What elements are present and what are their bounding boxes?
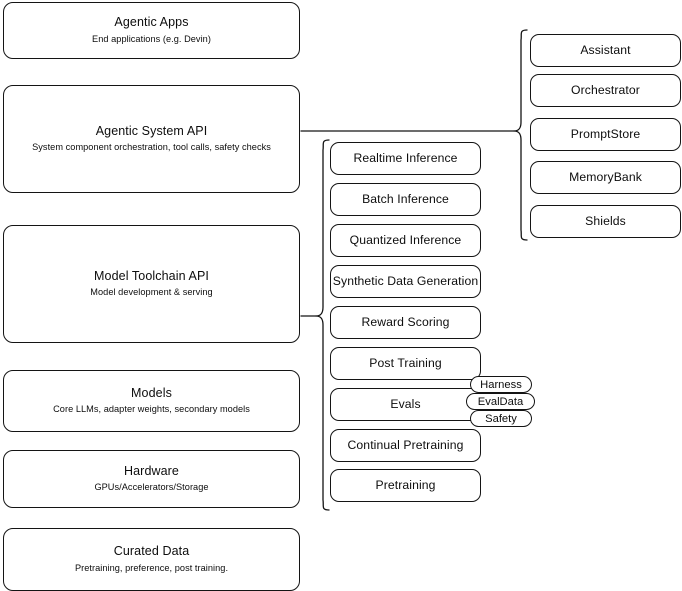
service-label: Quantized Inference <box>349 232 462 247</box>
service-label: Evals <box>390 396 421 411</box>
toolchain-services-brace <box>315 139 330 511</box>
layer-hardware[interactable]: Hardware GPUs/Accelerators/Storage <box>3 450 300 508</box>
layer-subtitle: GPUs/Accelerators/Storage <box>94 482 209 493</box>
component-memorybank[interactable]: MemoryBank <box>530 161 681 194</box>
layer-subtitle: End applications (e.g. Devin) <box>92 33 211 44</box>
component-label: Assistant <box>580 42 631 57</box>
service-continual-pretraining[interactable]: Continual Pretraining <box>330 429 481 462</box>
component-orchestrator[interactable]: Orchestrator <box>530 74 681 107</box>
service-synthetic-data-generation[interactable]: Synthetic Data Generation <box>330 265 481 298</box>
service-label: Pretraining <box>375 477 436 492</box>
component-label: MemoryBank <box>569 169 642 184</box>
layer-subtitle: Pretraining, preference, post training. <box>74 562 229 573</box>
service-label: Continual Pretraining <box>347 437 464 452</box>
component-assistant[interactable]: Assistant <box>530 34 681 67</box>
service-label: Realtime Inference <box>353 150 458 165</box>
layer-title: Hardware <box>124 463 179 478</box>
service-reward-scoring[interactable]: Reward Scoring <box>330 306 481 339</box>
component-label: PromptStore <box>570 126 641 141</box>
system-components-brace <box>513 29 528 241</box>
component-shields[interactable]: Shields <box>530 205 681 238</box>
badge-safety[interactable]: Safety <box>470 410 532 427</box>
layer-model-toolchain-api[interactable]: Model Toolchain API Model development & … <box>3 225 300 343</box>
layer-curated-data[interactable]: Curated Data Pretraining, preference, po… <box>3 528 300 591</box>
service-pretraining[interactable]: Pretraining <box>330 469 481 502</box>
layer-models[interactable]: Models Core LLMs, adapter weights, secon… <box>3 370 300 432</box>
layer-title: Agentic Apps <box>114 15 189 30</box>
badge-harness[interactable]: Harness <box>470 376 532 393</box>
service-post-training[interactable]: Post Training <box>330 347 481 380</box>
layer-title: Model Toolchain API <box>94 268 209 283</box>
service-label: Reward Scoring <box>361 314 450 329</box>
component-label: Shields <box>585 213 626 228</box>
service-quantized-inference[interactable]: Quantized Inference <box>330 224 481 257</box>
service-realtime-inference[interactable]: Realtime Inference <box>330 142 481 175</box>
layer-subtitle: Model development & serving <box>90 287 213 298</box>
component-label: Orchestrator <box>571 82 640 97</box>
service-label: Batch Inference <box>362 191 449 206</box>
service-evals[interactable]: Evals <box>330 388 481 421</box>
layer-subtitle: Core LLMs, adapter weights, secondary mo… <box>53 404 250 415</box>
layer-agentic-apps[interactable]: Agentic Apps End applications (e.g. Devi… <box>3 2 300 59</box>
component-promptstore[interactable]: PromptStore <box>530 118 681 151</box>
layer-title: Models <box>131 385 172 400</box>
layer-title: Curated Data <box>113 544 190 559</box>
layer-title: Agentic System API <box>95 123 208 138</box>
layer-subtitle: System component orchestration, tool cal… <box>32 142 271 153</box>
service-label: Synthetic Data Generation <box>332 273 479 288</box>
service-batch-inference[interactable]: Batch Inference <box>330 183 481 216</box>
badge-evaldata[interactable]: EvalData <box>466 393 535 410</box>
layer-agentic-system-api[interactable]: Agentic System API System component orch… <box>3 85 300 193</box>
service-label: Post Training <box>369 355 442 370</box>
